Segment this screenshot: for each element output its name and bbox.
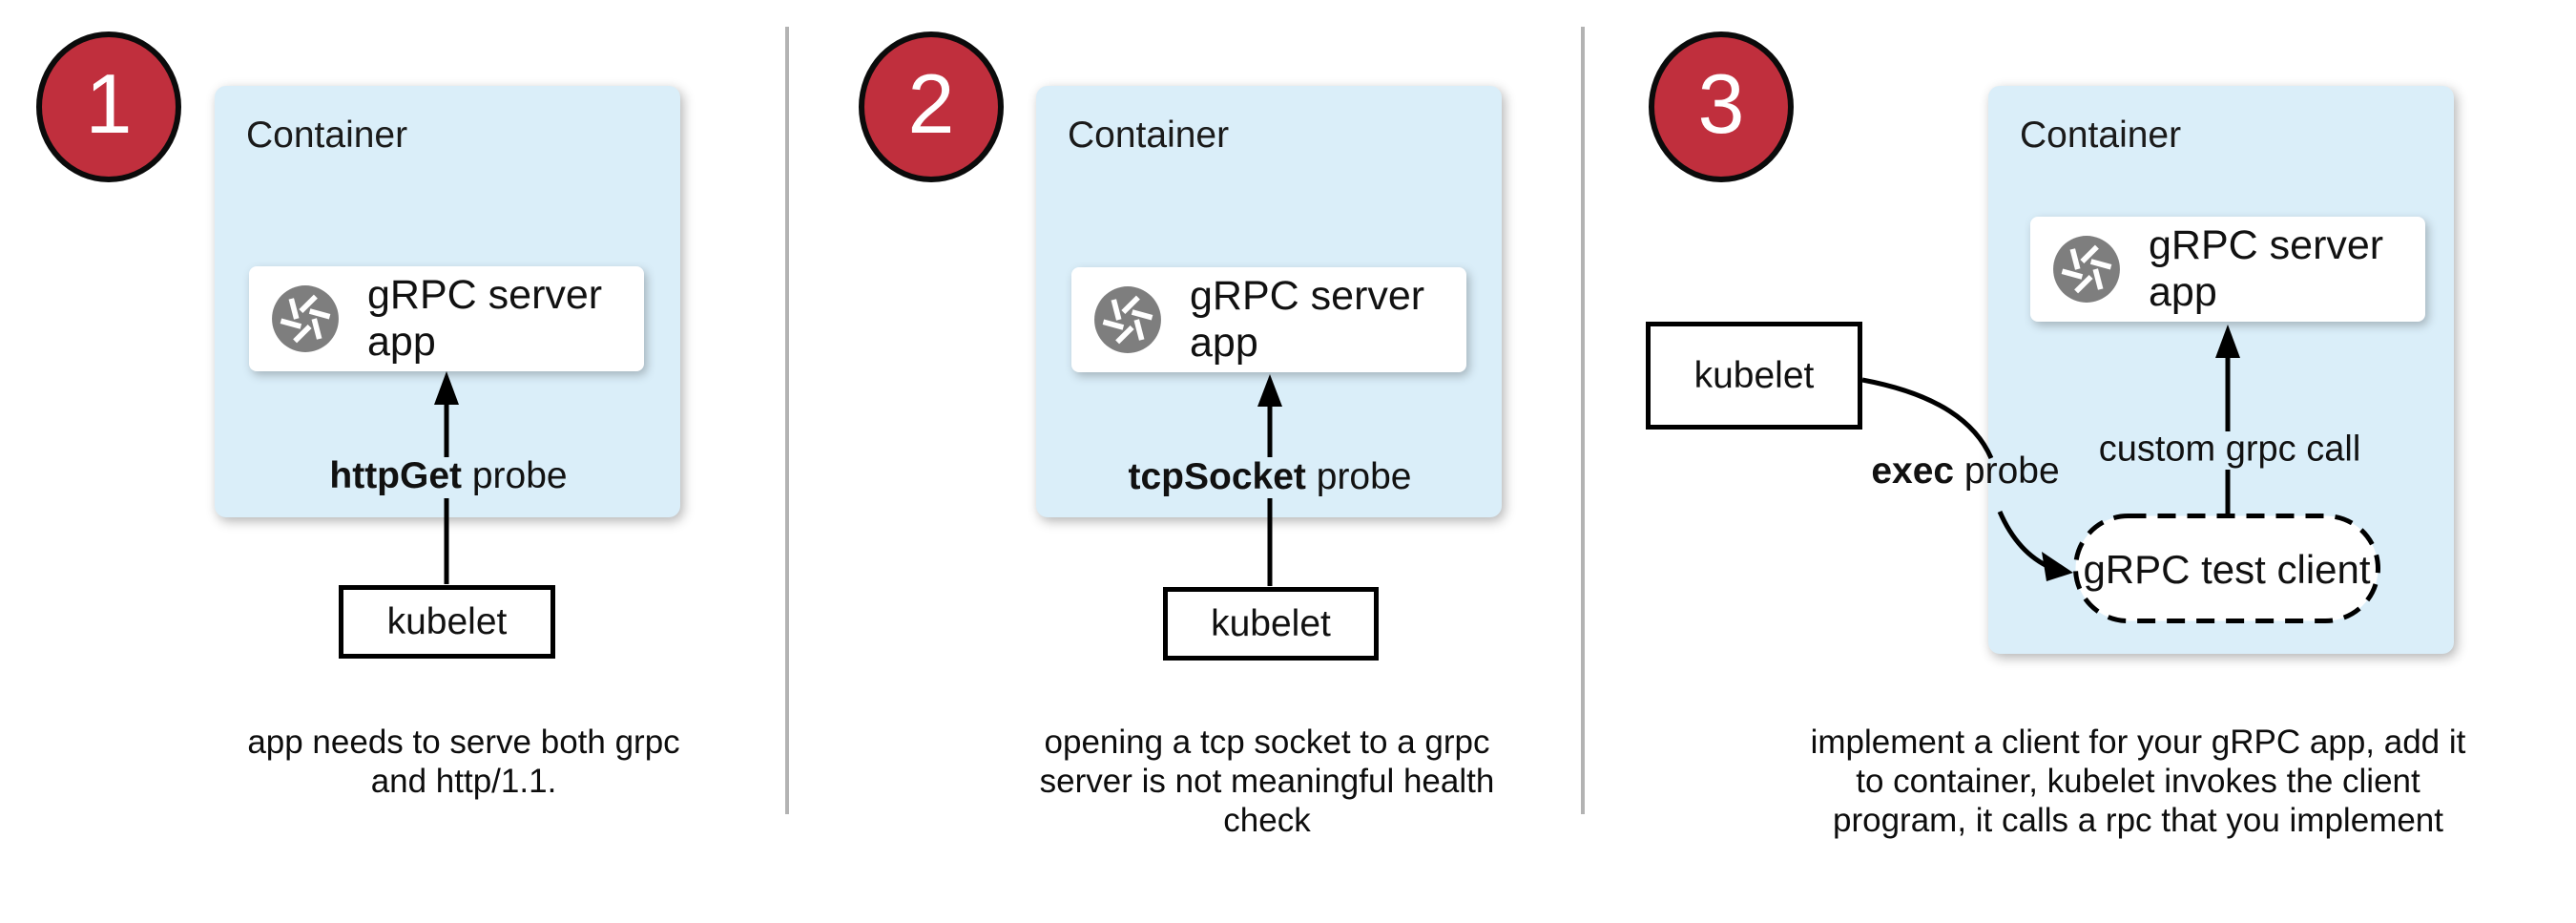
container-label-3: Container xyxy=(2020,115,2182,156)
grpc-server-app-label-1: gRPC server app xyxy=(367,272,603,365)
probe-label-3: exec probe xyxy=(1871,451,2059,493)
kubelet-label-2: kubelet xyxy=(1211,602,1331,644)
step-number-3: 3 xyxy=(1697,56,1745,151)
probe-type-1: httpGet xyxy=(329,455,463,496)
panel-divider-1 xyxy=(785,27,789,814)
probe-word-2: probe xyxy=(1316,456,1412,497)
grpc-test-client-label: gRPC test client xyxy=(2083,547,2371,592)
grpc-server-app-box-1: gRPC server app xyxy=(249,266,644,371)
container-box-1: Container gRPC server app xyxy=(215,86,680,517)
kubelet-box-3: kubelet xyxy=(1646,322,1862,430)
caption-2: opening a tcp socket to a grpc server is… xyxy=(1039,724,1495,839)
grpc-server-app-box-2: gRPC server app xyxy=(1071,267,1466,372)
probe-label-2: tcpSocket probe xyxy=(1129,456,1412,498)
custom-grpc-call-label: custom grpc call xyxy=(2098,429,2361,470)
probe-label-1: httpGet probe xyxy=(329,455,567,497)
panel-divider-2 xyxy=(1581,27,1585,814)
step-number-1: 1 xyxy=(85,56,133,151)
caption-3: implement a client for your gRPC app, ad… xyxy=(1810,724,2466,839)
kubelet-box-1: kubelet xyxy=(339,585,555,659)
probe-word-3: probe xyxy=(1963,451,2060,492)
container-label-1: Container xyxy=(246,115,408,156)
aperture-icon xyxy=(272,285,339,352)
kubelet-label-1: kubelet xyxy=(386,600,508,642)
caption-1: app needs to serve both grpc and http/1.… xyxy=(247,724,680,800)
step-badge-2: 2 xyxy=(859,31,1004,182)
step-badge-3: 3 xyxy=(1649,31,1794,182)
step-number-2: 2 xyxy=(907,56,955,151)
container-box-2: Container gRPC server app xyxy=(1036,86,1502,517)
kubelet-box-2: kubelet xyxy=(1163,587,1379,661)
probe-type-2: tcpSocket xyxy=(1128,456,1306,497)
probe-word-1: probe xyxy=(471,455,568,496)
aperture-icon xyxy=(1094,286,1161,353)
aperture-icon xyxy=(2053,236,2120,303)
kubelet-label-3: kubelet xyxy=(1693,354,1815,396)
probe-type-3: exec xyxy=(1871,451,1955,492)
grpc-server-app-label-2: gRPC server app xyxy=(1190,273,1425,366)
grpc-server-app-label-3: gRPC server app xyxy=(2149,222,2384,315)
container-label-2: Container xyxy=(1068,115,1230,156)
exec-probe-curve-upper xyxy=(1861,377,1994,459)
grpc-server-app-box-3: gRPC server app xyxy=(2030,217,2425,322)
step-badge-1: 1 xyxy=(36,31,181,182)
